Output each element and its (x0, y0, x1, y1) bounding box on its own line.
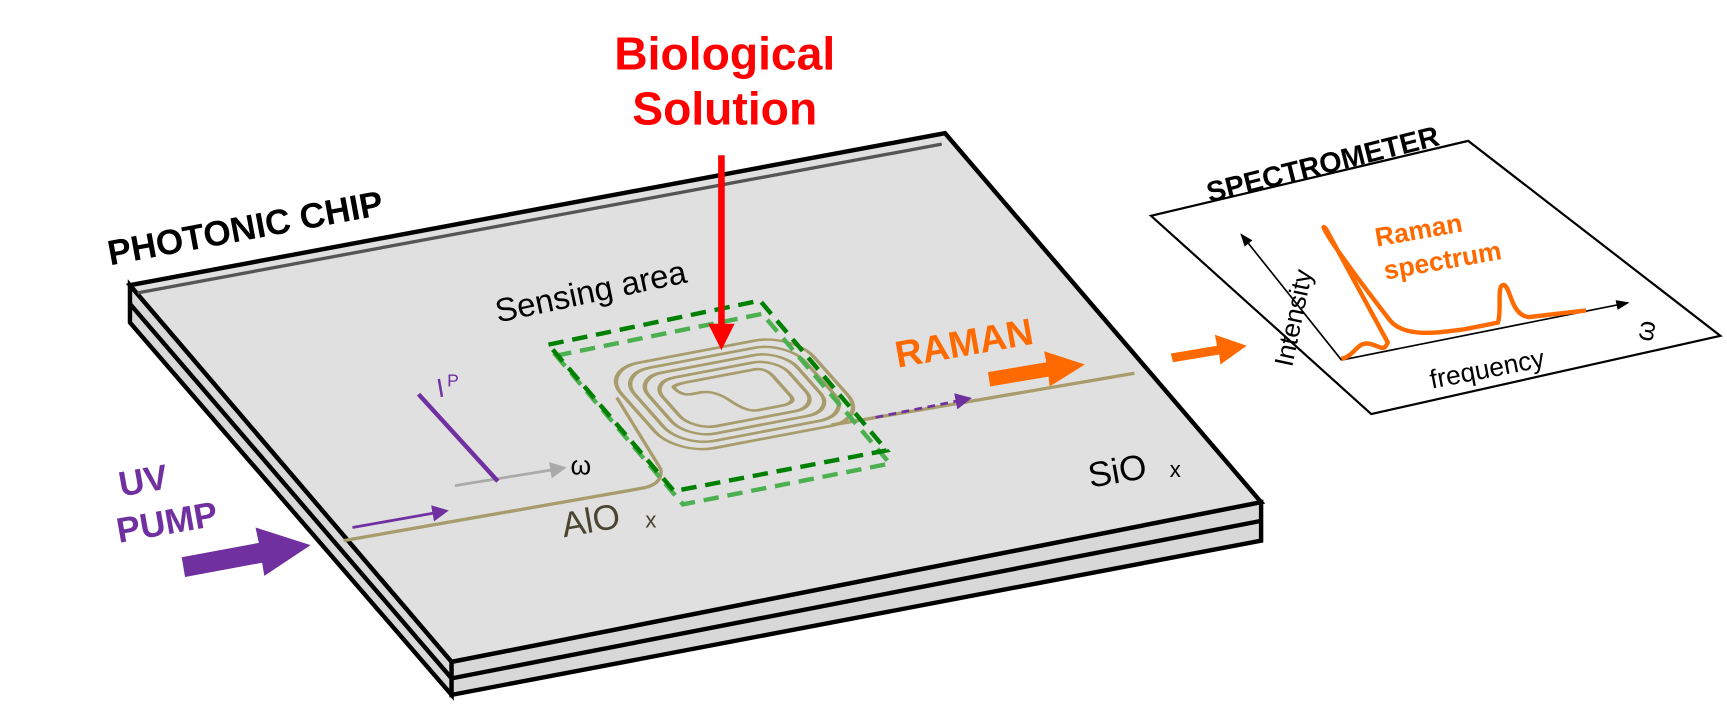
pump-axis-omega: ω (571, 451, 592, 481)
spectrometer-input-arrow (1170, 334, 1247, 365)
raman-arrow (987, 351, 1085, 387)
raman-waveguide-arrow (875, 393, 972, 419)
photonic-chip: PHOTONIC CHIP (104, 130, 1266, 701)
chip-top-edge-highlight (137, 142, 943, 295)
intensity-axis (1240, 233, 1343, 361)
sensing-area-outline (544, 298, 891, 494)
spectrometer-box (1148, 139, 1723, 416)
uv-pump-line1: UV (116, 458, 171, 505)
alox-sub: x (645, 507, 656, 532)
raman-spectrum-curve (1321, 224, 1587, 362)
pump-arrow (181, 527, 311, 578)
pump-intensity-sup: P (447, 370, 459, 390)
frequency-omega: ω (1628, 318, 1661, 344)
biological-solution-line1: Biological (614, 27, 835, 79)
spectrometer: SPECTROMETER Raman spectrum Intensity fr… (1148, 121, 1723, 416)
sensing-area-inner-outline (552, 311, 895, 507)
waveguide (343, 396, 663, 543)
siox-sub: x (1170, 457, 1181, 482)
pump-waveguide-arrow (352, 505, 449, 529)
chip-layer-line (128, 302, 1262, 681)
pump-spectrum-axis (454, 462, 567, 487)
biological-solution-line2: Solution (632, 82, 817, 134)
pump-spectrum-line (416, 392, 500, 483)
